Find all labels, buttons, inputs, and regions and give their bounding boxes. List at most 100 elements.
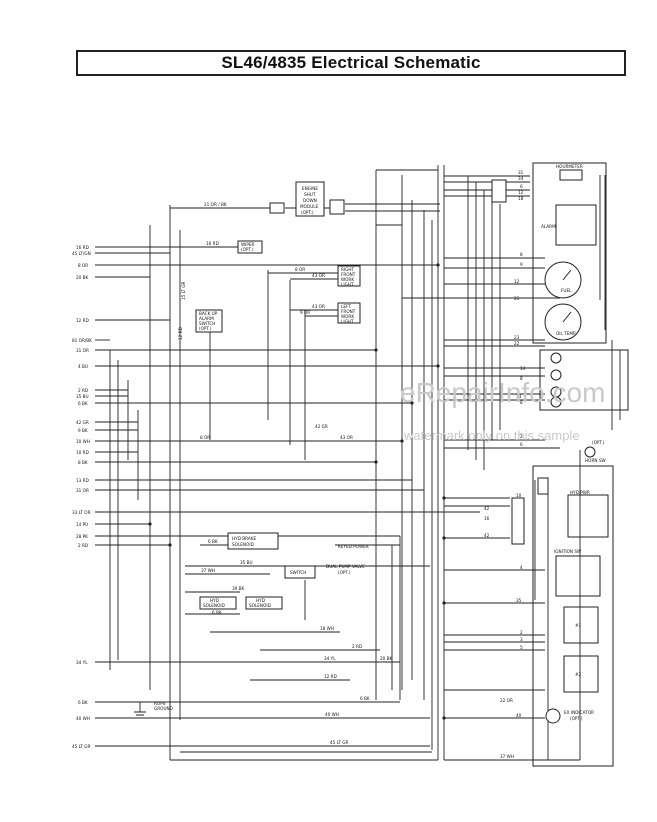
hyd-brake-label-1: SOLENOID [232,542,254,547]
inline-wire-label: 15 LT GR [181,281,186,300]
dual-pump-label-0: DUAL PUMP VALVE [326,564,365,569]
left-wire-label: 16 RD [76,245,89,250]
inline-wire-label: 37 WH [201,568,215,573]
engine-shutdown-label-3: MODULE [300,204,319,209]
left-wire-label: 4 BU [78,364,88,369]
inline-wire-label: 37 WH [500,754,514,759]
backup-alarm-switch [195,309,223,333]
relay1-box [563,606,599,644]
page-title: SL46/4835 Electrical Schematic [221,53,481,72]
ground-symbol [134,711,146,719]
hyd-solenoid-2-label-1: SOLENOID [249,603,271,608]
left-wire-label: 31 OR [76,348,89,353]
pin-number: 4 [520,565,523,570]
left-wire-label: 6 BK [78,401,88,406]
left-wire-label: 81 OR/BK [72,338,92,343]
fuel-label: FUEL [561,288,572,293]
inline-wire-label: 40 WH [325,712,339,717]
left-wire-label: 13 RD [76,478,89,483]
pin-number: 35 [516,598,522,603]
left-wire-label: 40 WH [76,716,90,721]
pin-number: 14 [520,366,526,371]
left-wire-label: 33 LT OR [72,510,91,515]
left-wire-label: 2 RD [78,388,88,393]
pin-number: 12 [514,279,520,284]
pin-number: 42 [484,533,490,538]
pin-number: 10 [516,493,522,498]
pin-number: 22 [514,341,520,346]
inline-wire-label: 43 OR [312,273,325,278]
title-box: SL46/4835 Electrical Schematic [76,50,626,76]
relay1-label: #1 [575,623,582,628]
pin-number: 34 [518,176,524,181]
connector-a [491,179,507,203]
pin-number: 40 [516,713,522,718]
left-front-light-label-0: LEFT [341,304,351,309]
engine-shutdown-label-0: ENGINE [302,186,318,191]
wiper-label-1: (OPT.) [241,247,254,252]
inline-wire-label: 22 OR [500,698,513,703]
switch-label: SWITCH [290,570,306,575]
inline-wire-label: 8 OR [295,267,305,272]
engine-shutdown-label-4: (OPT.) [301,210,314,215]
watermark-main: eRepairInfo.com [400,377,605,408]
inline-wire-label: 20 BK [380,656,393,661]
junction-dots [148,263,446,720]
left-wire-label: 20 BK [76,275,89,280]
left-wire-label: 28 PK [76,534,88,539]
engine-shutdown-label-1: SHUT [304,192,316,197]
pin-number: 16 [484,516,490,521]
relay2-box [563,655,599,693]
inline-wire-label: 12 RD [324,674,337,679]
esd-connector [329,199,345,215]
instrument-panel [532,162,607,344]
hyd-solenoid-1-label-0: HYD [210,598,219,603]
right-front-work-light [337,265,361,287]
hyd-pwr-label: HYD PWR [570,490,590,495]
inline-wire-label: 42 GR [315,424,328,429]
hyd-solenoid-2-label-0: HYD [256,598,265,603]
hyd-solenoid-2-box [245,596,283,610]
ex-indicator-label-1: (OPT.) [570,716,583,721]
pin-number: 25 [514,296,520,301]
backup-alarm-label-3: (OPT.) [199,326,212,331]
ex-indicator-label-0: EX INDICATOR [564,710,594,715]
inline-wire-label: 6 BK [212,610,222,615]
inline-wire-label: 6 BK [208,539,218,544]
pin-number: 6 [520,184,523,189]
engine-shutdown-module [295,181,325,217]
backup-alarm-label-2: SWITCH [199,321,215,326]
left-wire-label: 8 BK [78,460,88,465]
engine-shutdown-label-2: DOWN [303,198,317,203]
hourmeter-box [559,169,583,181]
pin-number: 12 [518,190,524,195]
inline-wire-label: 6 BK [360,696,370,701]
inline-wire-label: 2 RD [352,644,362,649]
rops-ground-label-0: ROPS [154,701,166,706]
pin-number: 6 [520,442,523,447]
connector-c [537,477,549,495]
ignition-box [555,555,601,597]
pin-number: 8 [520,400,523,405]
hyd-brake-label-0: HYD BRAKE [232,536,256,541]
pin-number: 18 [518,196,524,201]
engine-connector [269,202,285,214]
inline-wire-label: 45 LT GR [330,740,349,745]
switch-box [284,565,316,579]
left-front-work-light [337,302,361,324]
pin-number: 2 [520,630,523,635]
indicator-lamp-2 [550,369,562,381]
inline-wire-label: 18 WH [320,626,334,631]
left-wire-label: 45 LT/GN [72,251,91,256]
hyd-brake-solenoid-box [227,532,279,550]
horn-button [584,446,596,458]
left-wire-label: 42 GR [76,420,89,425]
pin-number: 13 [516,394,522,399]
horn-opt-label: (OPT.) [592,440,605,445]
left-wire-label: 12 RD [76,318,89,323]
left-front-light-label-1: FRONT [341,309,356,314]
pin-number: 8 [520,252,523,257]
inline-wire-label: 12 RD [178,327,183,340]
left-wire-label: 8 OR [78,263,88,268]
pin-number: 23 [514,335,520,340]
